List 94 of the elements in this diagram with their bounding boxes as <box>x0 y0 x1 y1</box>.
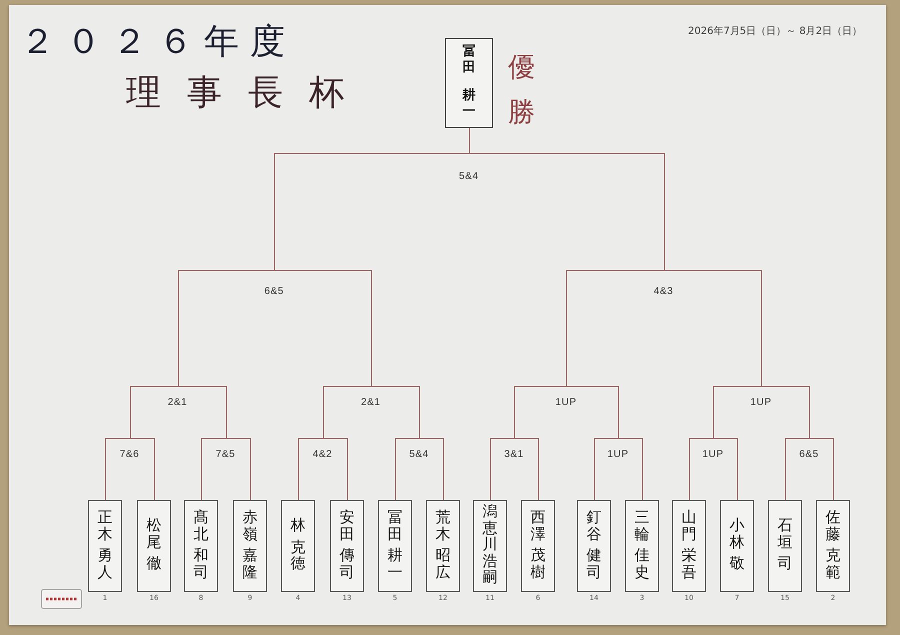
score-label: 4&2 <box>312 449 332 461</box>
family-name: 山門 <box>682 509 696 542</box>
score-label: 5&4 <box>409 449 429 461</box>
family-name: 小林 <box>730 517 744 550</box>
family-name: 佐藤 <box>826 509 840 542</box>
given-name: 徹 <box>146 555 162 572</box>
family-name: 松尾 <box>146 517 162 550</box>
bracket-line <box>514 438 539 500</box>
bracket-line <box>618 438 643 500</box>
score-label: 7&6 <box>120 449 140 461</box>
score-label: 4&3 <box>654 286 674 298</box>
family-name: 髙北 <box>194 509 208 542</box>
bracket-line <box>689 438 714 500</box>
family-name: 冨田 <box>388 509 402 542</box>
name-card <box>137 500 171 592</box>
winner-label: 優勝 <box>508 51 535 130</box>
name-card <box>88 500 122 592</box>
bracket-line <box>323 386 372 439</box>
name-card <box>473 500 507 592</box>
name-card <box>378 500 412 592</box>
name-card <box>625 500 659 592</box>
bracket-line <box>514 386 567 439</box>
score-label: 5&4 <box>459 171 479 183</box>
bracket-line <box>298 438 324 500</box>
bracket-line <box>371 386 420 439</box>
given-name: 勇人 <box>98 547 112 580</box>
name-card <box>768 500 802 592</box>
given-name: 健司 <box>586 547 602 580</box>
family-name: 赤嶺 <box>242 509 258 542</box>
given-name: 栄吾 <box>682 547 696 580</box>
name-card <box>672 500 706 592</box>
name-card <box>577 500 611 592</box>
date-text: 2026年7月5日（日）～ 8月2日（日） <box>688 26 862 38</box>
family-name: 正木 <box>98 509 112 542</box>
family-name: 三輪 <box>634 509 650 542</box>
given-name: 茂樹 <box>530 547 546 580</box>
given-name: 司 <box>778 555 792 572</box>
family-name: 西澤 <box>530 509 546 542</box>
bracket-line <box>785 438 810 500</box>
score-label: 3&1 <box>504 449 524 461</box>
bracket-line <box>761 386 810 439</box>
bracket-line <box>713 386 762 439</box>
score-label: 2&1 <box>168 397 188 409</box>
bracket-line <box>178 386 227 439</box>
bracket-line <box>395 438 420 500</box>
tournament-title: ２０２６年度理事長杯 <box>20 22 370 113</box>
score-label: 2&1 <box>360 397 381 409</box>
family-name: 冨田 <box>462 44 476 76</box>
bracket-line <box>809 438 834 500</box>
name-card <box>330 500 364 592</box>
player-name: 潟恵川浩嗣 <box>482 503 498 586</box>
name-card <box>426 500 460 592</box>
score-label: 1UP <box>702 449 724 461</box>
given-name: 佳史 <box>634 547 650 580</box>
bracket-line <box>566 270 665 387</box>
score-label: 7&5 <box>216 449 236 461</box>
name-card <box>184 500 218 592</box>
given-name: 和司 <box>194 547 208 580</box>
bracket-line <box>664 270 762 387</box>
bracket-line <box>594 438 619 500</box>
score-label: 1UP <box>555 397 577 409</box>
given-name: 嘉隆 <box>242 547 258 580</box>
name-card <box>281 500 315 592</box>
score-label: 1UP <box>607 449 629 461</box>
family-name: 林 <box>290 517 306 534</box>
bracket-line <box>274 270 372 387</box>
given-name: 傳司 <box>340 547 354 580</box>
bracket-line <box>323 438 348 500</box>
score-label: 6&5 <box>264 286 284 298</box>
score-label: 1UP <box>750 397 772 409</box>
bracket-line <box>419 438 444 500</box>
bracket-line <box>713 438 738 500</box>
given-name: 克範 <box>826 547 840 580</box>
bracket-line <box>201 438 227 500</box>
name-card <box>816 500 850 592</box>
bracket-line <box>130 438 155 500</box>
name-card <box>720 500 754 592</box>
given-name: 昭広 <box>436 547 450 580</box>
family-name: 荒木 <box>436 509 450 542</box>
given-name: 克徳 <box>290 538 306 572</box>
family-name: 釘谷 <box>586 509 602 542</box>
family-name: 石垣 <box>778 517 792 550</box>
name-card <box>233 500 267 592</box>
bracket-line <box>566 386 619 439</box>
given-name: 敬 <box>730 555 744 572</box>
bracket-line <box>490 438 515 500</box>
winner-card <box>445 38 493 128</box>
score-label: 6&5 <box>799 449 819 461</box>
bracket-line <box>226 438 251 500</box>
name-card <box>521 500 555 592</box>
given-name: 耕一 <box>388 547 402 580</box>
bracket-line <box>469 153 665 271</box>
given-name: 耕一 <box>462 88 476 120</box>
family-name: 安田 <box>340 509 354 542</box>
